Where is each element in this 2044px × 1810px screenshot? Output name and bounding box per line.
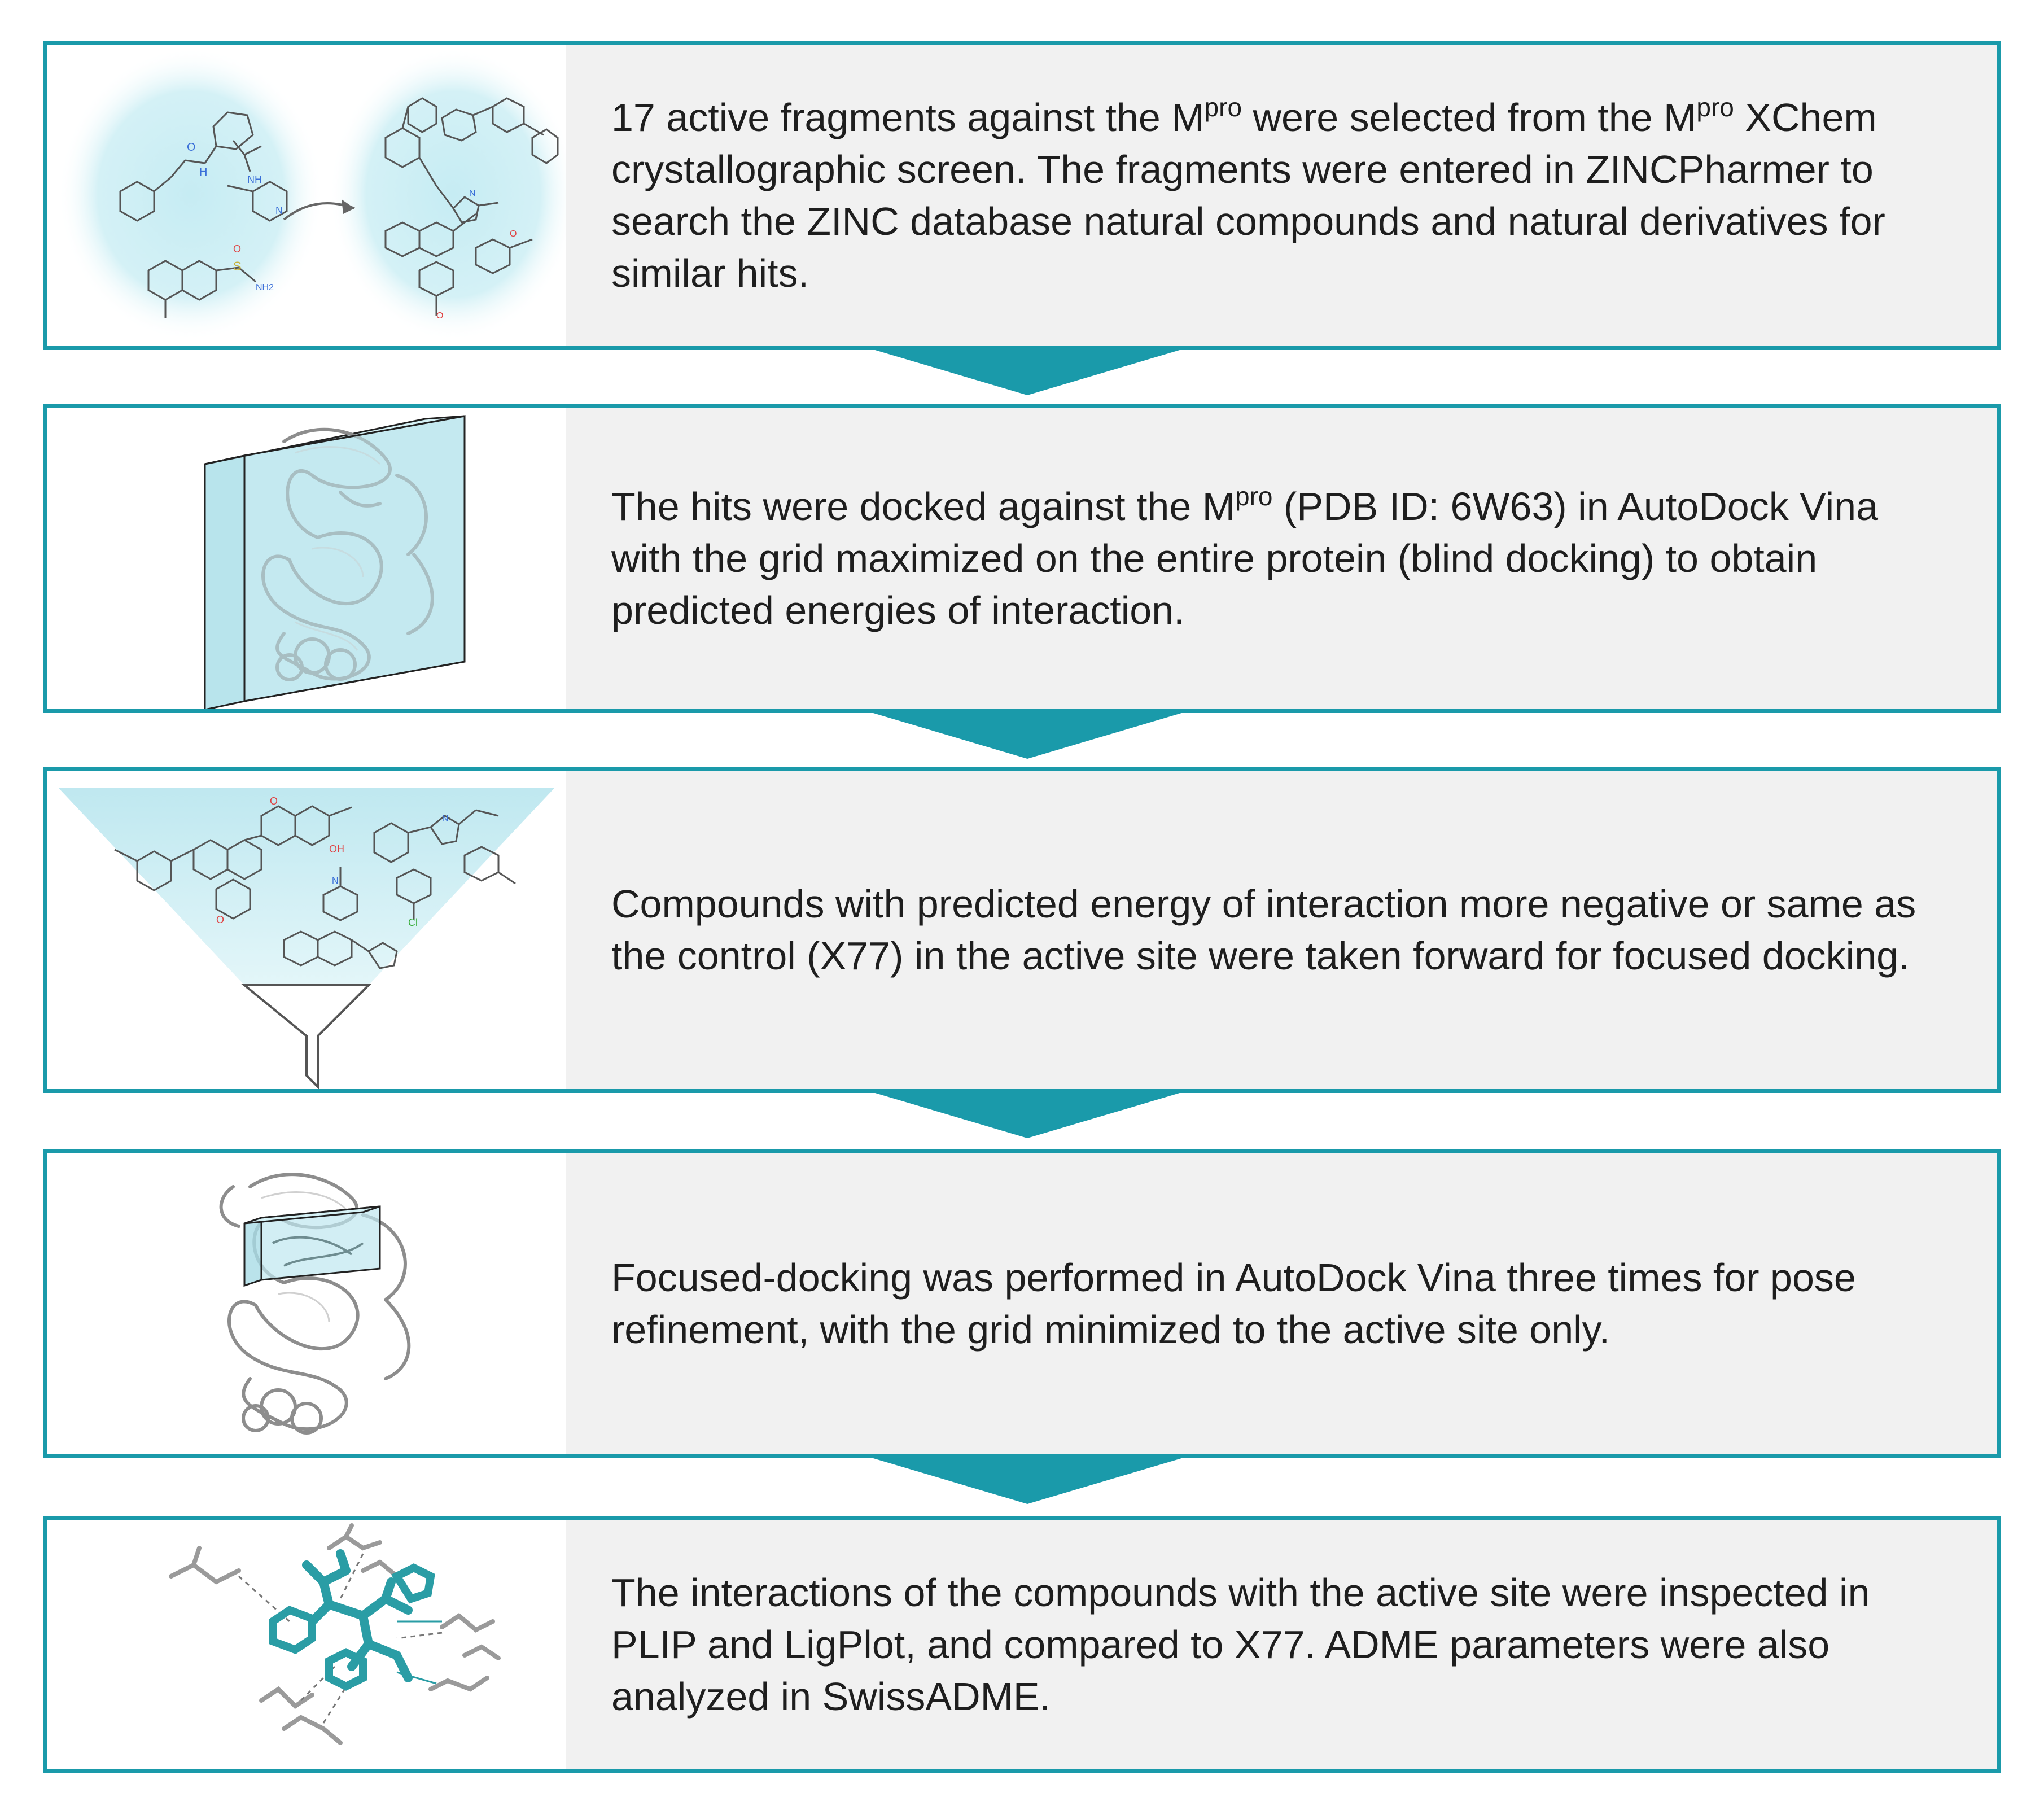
step-4-box: Focused-docking was performed in AutoDoc…: [43, 1149, 2001, 1458]
step-1-text-panel: 17 active fragments against the Mpro wer…: [566, 45, 1997, 346]
svg-text:NH2: NH2: [256, 283, 274, 292]
fragment-to-hits-icon: O H NH N S O NH2: [47, 45, 566, 346]
step-arrow-1: [864, 347, 1191, 395]
step-arrow-3: [864, 1090, 1191, 1138]
svg-text:N: N: [332, 876, 339, 886]
step-1-box: O H NH N S O NH2: [43, 41, 2001, 350]
focused-docking-grid-icon: [47, 1153, 566, 1454]
step-4-description: Focused-docking was performed in AutoDoc…: [611, 1256, 1856, 1352]
svg-text:O: O: [187, 141, 196, 154]
step-3-box: O OH O Cl N N Compounds with predicted e…: [43, 767, 2001, 1093]
svg-text:O: O: [233, 243, 241, 255]
step-2-description: The hits were docked against the Mpro (P…: [611, 482, 1879, 632]
step-5-description: The interactions of the compounds with t…: [611, 1570, 1870, 1719]
svg-text:O: O: [270, 795, 278, 807]
svg-text:Cl: Cl: [408, 917, 418, 928]
svg-text:N: N: [442, 814, 449, 824]
svg-text:OH: OH: [329, 843, 344, 855]
svg-text:N: N: [469, 189, 476, 198]
step-1-description: 17 active fragments against the Mpro wer…: [611, 93, 1885, 295]
svg-text:O: O: [436, 311, 443, 321]
ligand-interaction-icon: [47, 1520, 566, 1769]
svg-text:NH: NH: [247, 174, 262, 185]
funnel-filter-icon: O OH O Cl N N: [47, 771, 566, 1089]
step-2-box: The hits were docked against the Mpro (P…: [43, 404, 2001, 713]
blind-docking-grid-icon: [47, 408, 566, 709]
svg-text:S: S: [233, 259, 242, 273]
step-3-description: Compounds with predicted energy of inter…: [611, 882, 1916, 978]
step-5-box: The interactions of the compounds with t…: [43, 1516, 2001, 1773]
step-arrow-4: [864, 1455, 1191, 1504]
svg-text:O: O: [216, 914, 224, 925]
step-arrow-2: [864, 710, 1191, 759]
step-2-text-panel: The hits were docked against the Mpro (P…: [566, 408, 1997, 709]
step-5-text-panel: The interactions of the compounds with t…: [566, 1520, 1997, 1769]
step-3-text-panel: Compounds with predicted energy of inter…: [566, 771, 1997, 1089]
step-4-text-panel: Focused-docking was performed in AutoDoc…: [566, 1153, 1997, 1454]
svg-text:O: O: [510, 229, 517, 239]
svg-text:H: H: [199, 166, 207, 178]
svg-text:N: N: [275, 205, 283, 216]
